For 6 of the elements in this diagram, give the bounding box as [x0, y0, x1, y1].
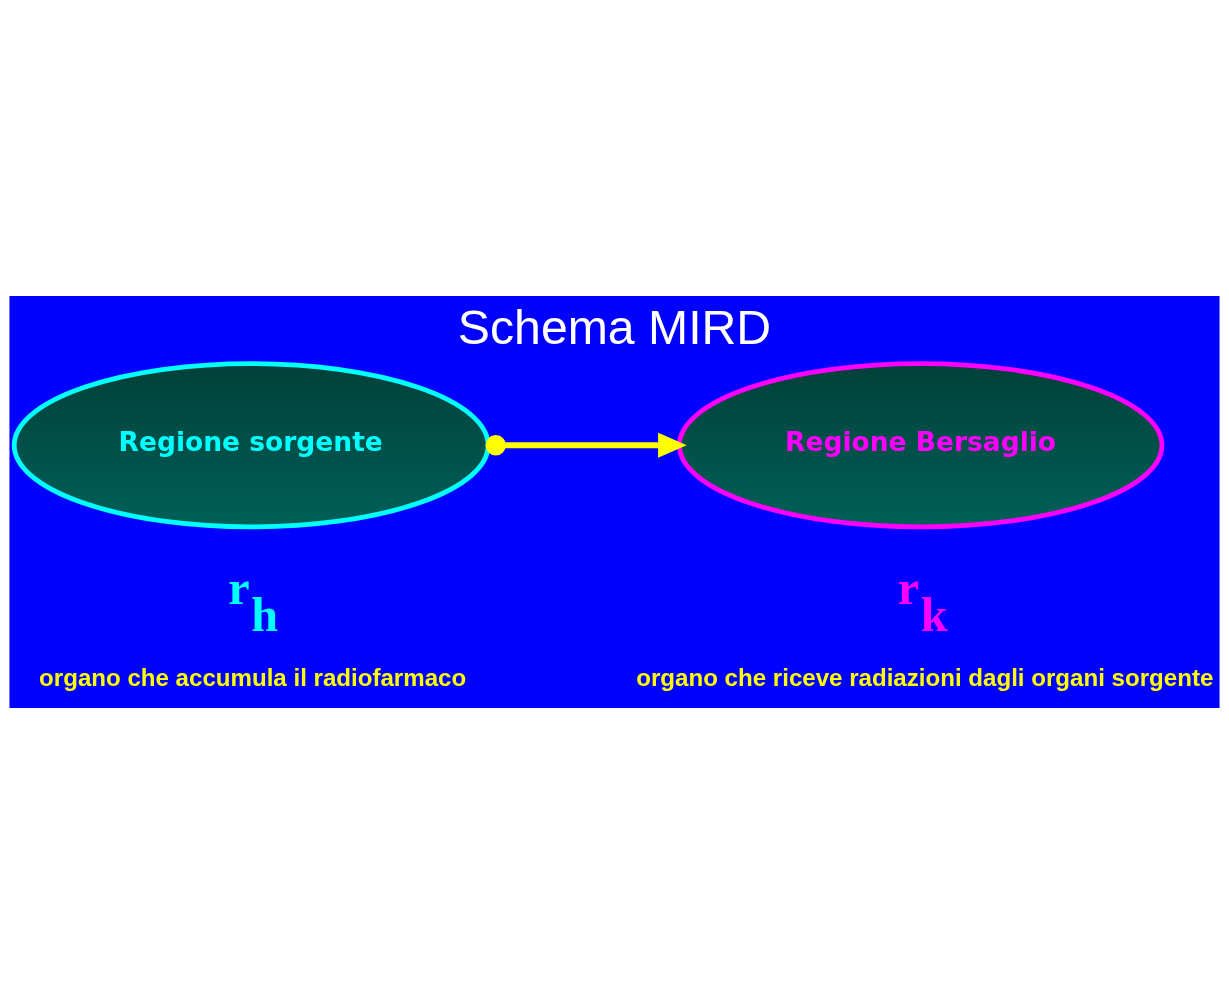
- diagram-title: Schema MIRD: [457, 299, 772, 354]
- node-label: organo che riceve radiazioni dagli organi sorgente: [636, 663, 1214, 691]
- arrow: [485, 432, 687, 458]
- node-ellipse: Regione sorgente: [11, 360, 491, 529]
- node-ellipse: Regione Bersaglio: [677, 360, 1165, 529]
- node-label: organo che accumula il radiofarmaco: [39, 663, 467, 691]
